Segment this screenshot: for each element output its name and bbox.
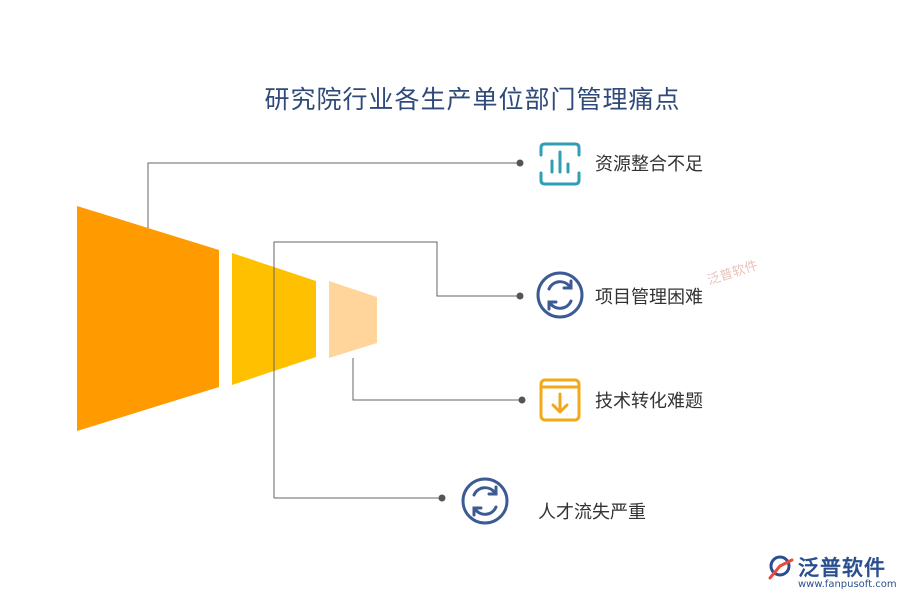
connector-line-2: [273, 241, 520, 498]
refresh-icon: [536, 271, 584, 319]
connector-line-1: [147, 162, 520, 228]
item-label-4: 人才流失严重: [538, 502, 646, 523]
diagram-title: 研究院行业各生产单位部门管理痛点: [264, 85, 681, 114]
funnel-segment-3: [329, 281, 377, 358]
download-box-icon: [539, 378, 581, 422]
item-label-3: 技术转化难题: [595, 391, 703, 412]
item-label-1: 资源整合不足: [595, 154, 703, 175]
logo-url: www.fanpusoft.com: [798, 579, 897, 590]
connector-dot-1: [516, 159, 524, 167]
connector-dot-4: [438, 494, 446, 502]
item-label-2: 项目管理困难: [595, 287, 703, 308]
connector-line-3: [352, 358, 522, 401]
refresh-icon: [461, 477, 509, 525]
connector-dot-2: [516, 292, 524, 300]
company-logo: 泛普软件 www.fanpusoft.com: [768, 552, 897, 596]
connector-dot-3: [518, 396, 526, 404]
bar-chart-icon: [539, 142, 581, 186]
funnel-segment-1: [77, 206, 219, 431]
logo-mark-icon: [768, 555, 794, 580]
logo-name: 泛普软件: [798, 556, 886, 580]
